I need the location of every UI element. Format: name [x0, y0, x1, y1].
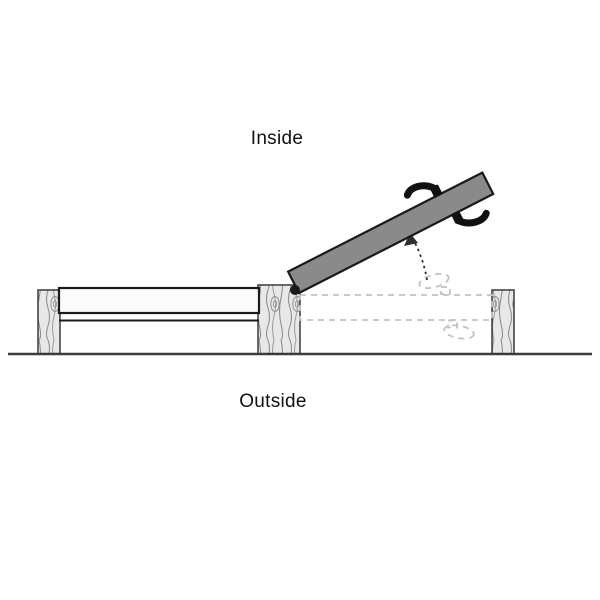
window-latch-top-handle-icon: [403, 182, 443, 199]
open-sash-group: [286, 171, 495, 295]
inside-label: Inside: [251, 128, 304, 149]
outside-label: Outside: [239, 391, 307, 412]
closed-sash-panel: [57, 286, 261, 315]
window-latch-bottom-handle-icon: [451, 209, 490, 227]
right-frame-wood: [491, 289, 515, 355]
swing-arc-arrow: [414, 242, 428, 281]
hinge-pivot-dot-icon: [290, 285, 300, 295]
ghost-sash-rect: [299, 294, 493, 321]
ghost-top-handle-icon: [418, 272, 451, 295]
open-sash-panel: [286, 171, 495, 295]
swing-arrow-head-icon: [404, 233, 418, 246]
ghost-sash-outline: [299, 272, 493, 340]
center-frame-wood: [257, 284, 301, 355]
left-frame-wood: [37, 289, 61, 355]
ghost-bottom-handle-icon: [443, 319, 475, 340]
